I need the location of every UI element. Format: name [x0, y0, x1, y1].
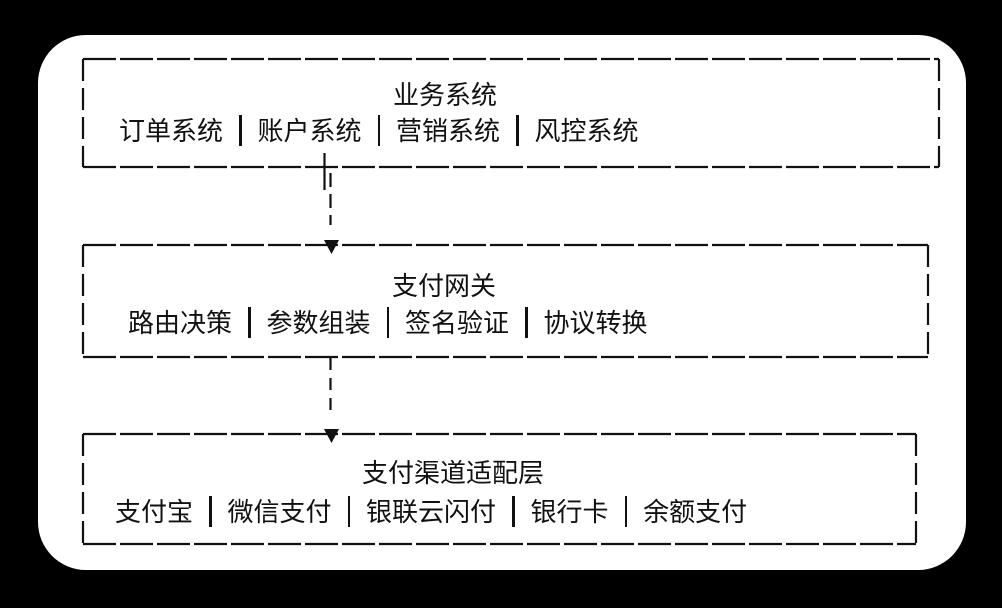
item-separator	[512, 496, 515, 527]
item-separator	[386, 307, 390, 338]
layer-item: 订单系统	[119, 115, 224, 146]
layer-item: 风控系统	[534, 115, 639, 146]
layer-items: 路由决策 参数组装 签名验证 协议转换	[128, 307, 648, 338]
layer-item: 账户系统	[257, 115, 362, 146]
layer-items: 订单系统 账户系统 营销系统 风控系统	[119, 115, 639, 146]
item-separator	[516, 115, 519, 146]
layer-item: 路由决策	[128, 307, 233, 338]
item-separator	[209, 496, 212, 527]
layer-title: 业务系统	[392, 80, 498, 110]
layer-item: 微信支付	[227, 496, 332, 527]
item-separator	[239, 115, 242, 146]
layer-box-business: 业务系统 订单系统 账户系统 营销系统 风控系统	[83, 59, 939, 167]
item-separator	[624, 496, 628, 527]
layer-item: 支付宝	[115, 496, 194, 527]
layer-box-gateway: 支付网关 路由决策 参数组装 签名验证 协议转换	[83, 245, 928, 357]
layer-item: 营销系统	[396, 115, 501, 146]
layer-items: 支付宝 微信支付 银联云闪付 银行卡 余额支付	[115, 496, 747, 527]
item-separator	[248, 307, 251, 338]
layer-box-channel-adapter: 支付渠道适配层 支付宝 微信支付 银联云闪付 银行卡 余额支付	[83, 434, 916, 544]
layer-item: 签名验证	[405, 307, 510, 338]
layer-item: 协议转换	[543, 307, 648, 338]
item-separator	[525, 307, 528, 338]
layer-item: 银行卡	[530, 496, 609, 527]
layer-item: 银联云闪付	[366, 496, 497, 527]
layer-title: 支付网关	[391, 271, 497, 301]
layer-item: 余额支付	[643, 496, 748, 527]
item-separator	[347, 496, 351, 527]
diagram-card	[38, 35, 966, 570]
layer-item: 参数组装	[266, 307, 371, 338]
layer-title: 支付渠道适配层	[361, 458, 545, 488]
item-separator	[377, 115, 381, 146]
